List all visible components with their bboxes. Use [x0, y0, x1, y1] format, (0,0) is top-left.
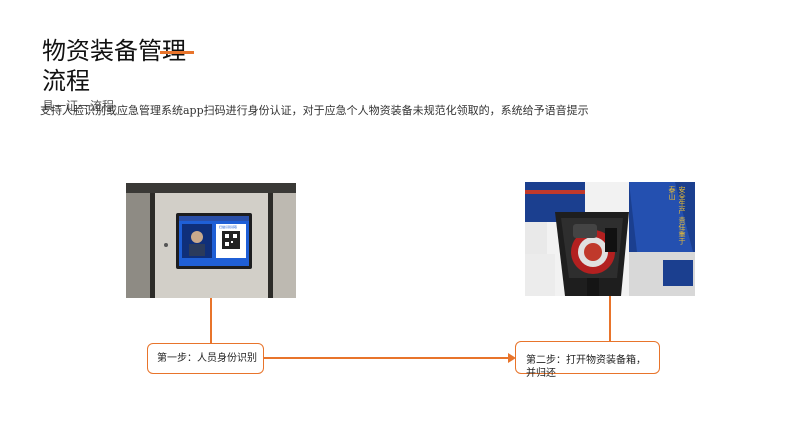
step2-box: 第二步：打开物资装备箱，并归还: [515, 341, 660, 379]
page-title-line2: 流程: [42, 67, 90, 95]
step1-label: 第一步：人员身份识别: [157, 353, 257, 364]
flow-arrow-line: [264, 357, 510, 359]
connector-step1: [210, 298, 212, 343]
page-subtitle: 具一证一流程: [42, 99, 115, 113]
screen-panel-text: 扫描识别领取: [219, 225, 238, 229]
step1-box: 第一步：人员身份识别: [147, 343, 264, 374]
flow-arrow-head-icon: [508, 353, 516, 363]
cabinet-banner: 安全生产 责任重于泰山: [668, 186, 686, 245]
equipment-case-photo: 安全生产 责任重于泰山: [525, 182, 695, 296]
connector-step2: [609, 296, 611, 341]
face-recognition-terminal-photo: 扫描识别领取: [126, 183, 296, 298]
page-title: 物资装备管理 流程: [42, 36, 186, 96]
title-accent-bar: [160, 51, 194, 54]
page-description: 支持人脸识别或应急管理系统app扫码进行身份认证，对于应急个人物资装备未规范化领…: [40, 104, 589, 117]
step2-label: 第二步：打开物资装备箱，并归还: [526, 355, 646, 379]
